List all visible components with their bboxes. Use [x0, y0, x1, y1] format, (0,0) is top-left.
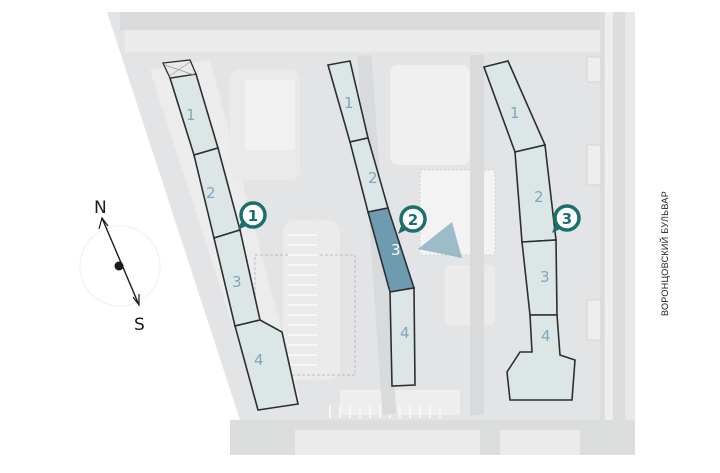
compass-south-label: S: [134, 315, 145, 335]
section-label: 2: [534, 188, 544, 206]
section-label-selected: 3: [391, 241, 401, 259]
marker-number: 1: [248, 207, 258, 225]
building-2[interactable]: 1 2 3 4: [326, 60, 416, 387]
street-label: ВОРОНЦОВСКИЙ БУЛЬВАР: [659, 191, 670, 316]
section-label: 1: [510, 104, 520, 122]
section-label: 3: [232, 273, 242, 291]
compass-north-label: N: [94, 198, 107, 218]
section-label: 1: [344, 94, 354, 112]
view-cone: [418, 222, 462, 258]
building-3-marker[interactable]: 3: [552, 204, 581, 233]
section-label: 2: [206, 184, 216, 202]
building-1[interactable]: 1 2 3 4: [162, 59, 299, 411]
building-2-marker[interactable]: 2: [398, 205, 427, 234]
section-label: 4: [541, 327, 551, 345]
marker-number: 3: [562, 210, 572, 228]
section-label: 1: [186, 106, 196, 124]
section-label: 3: [540, 268, 550, 286]
south-arrow-icon: [132, 294, 140, 307]
building-3-section-4[interactable]: [506, 314, 576, 401]
site-ground: [107, 12, 635, 455]
building-1-section-4[interactable]: [234, 319, 299, 411]
section-label: 4: [400, 324, 410, 342]
compass: N S: [79, 198, 161, 335]
section-label: 4: [254, 351, 264, 369]
north-arrow-icon: [98, 216, 109, 230]
building-2-section-4[interactable]: [389, 287, 416, 387]
building-1-marker[interactable]: 1: [238, 201, 267, 230]
building-3[interactable]: 1 2 3 4: [482, 60, 576, 401]
marker-number: 2: [408, 211, 418, 229]
section-label: 2: [368, 169, 378, 187]
